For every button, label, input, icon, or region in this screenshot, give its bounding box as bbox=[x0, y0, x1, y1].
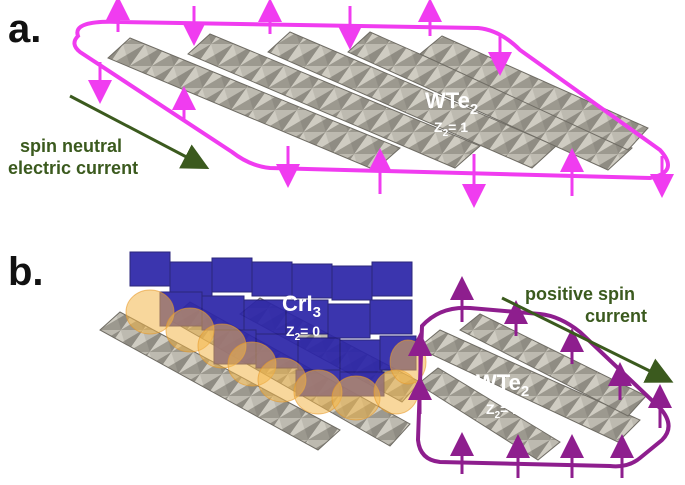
current-text-a-line2: electric current bbox=[8, 158, 138, 178]
z2-label-cri3: Z2= 0 bbox=[286, 323, 320, 343]
wte2-label-a: WTe2 bbox=[425, 88, 478, 118]
spin-arrows-a bbox=[88, 0, 674, 208]
z2-label-b: Z2= 1 bbox=[486, 401, 520, 421]
wte2-layer-a bbox=[107, 31, 649, 171]
edge-state-loop-b bbox=[415, 305, 671, 469]
current-text-b-line1: positive spin bbox=[525, 284, 635, 304]
panel-a: a. WTe2 Z2= 1 bbox=[8, 0, 674, 208]
panel-b: b. bbox=[8, 250, 674, 478]
wte2-label-b: WTe2 bbox=[476, 370, 529, 400]
proximity-region bbox=[125, 289, 427, 421]
current-text-a-line1: spin neutral bbox=[20, 136, 122, 156]
z2-label-a: Z2= 1 bbox=[434, 119, 468, 139]
current-arrow-a bbox=[69, 94, 210, 169]
current-text-b-line2: current bbox=[585, 306, 647, 326]
cri3-label: CrI3 bbox=[282, 291, 321, 321]
panel-b-label: b. bbox=[8, 250, 44, 294]
wte2-layer-b-exposed bbox=[417, 313, 647, 461]
current-arrow-b bbox=[501, 296, 674, 383]
spin-arrows-b bbox=[408, 276, 672, 478]
panel-a-label: a. bbox=[8, 7, 41, 51]
edge-state-loop-a bbox=[72, 19, 670, 181]
